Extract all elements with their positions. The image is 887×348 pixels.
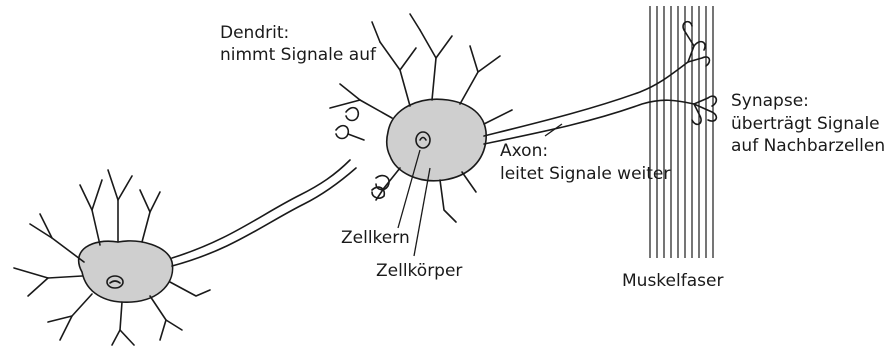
synapse-label-line2: überträgt Signale xyxy=(731,114,880,134)
left-axon xyxy=(172,160,350,258)
muscle-synaptic-terminals xyxy=(683,22,716,125)
middle-synaptic-terminals xyxy=(336,108,389,198)
cell-body-leader-line xyxy=(414,168,430,256)
cell-body-label: Zellkörper xyxy=(376,261,462,281)
synapse-label-line3: auf Nachbarzellen xyxy=(731,136,885,156)
axon-label-line2: leitet Signale weiter xyxy=(500,164,670,184)
dendrite-label-line1: Dendrit: xyxy=(220,23,289,43)
nucleus-label: Zellkern xyxy=(341,228,410,248)
muscle-fiber xyxy=(650,6,713,258)
axon-label-line1: Axon: xyxy=(500,141,548,161)
dendrite-label-line2: nimmt Signale auf xyxy=(220,45,377,65)
synapse-label-line1: Synapse: xyxy=(731,91,809,111)
left-neuron xyxy=(14,170,210,345)
muscle-fiber-label: Muskelfaser xyxy=(622,271,723,291)
